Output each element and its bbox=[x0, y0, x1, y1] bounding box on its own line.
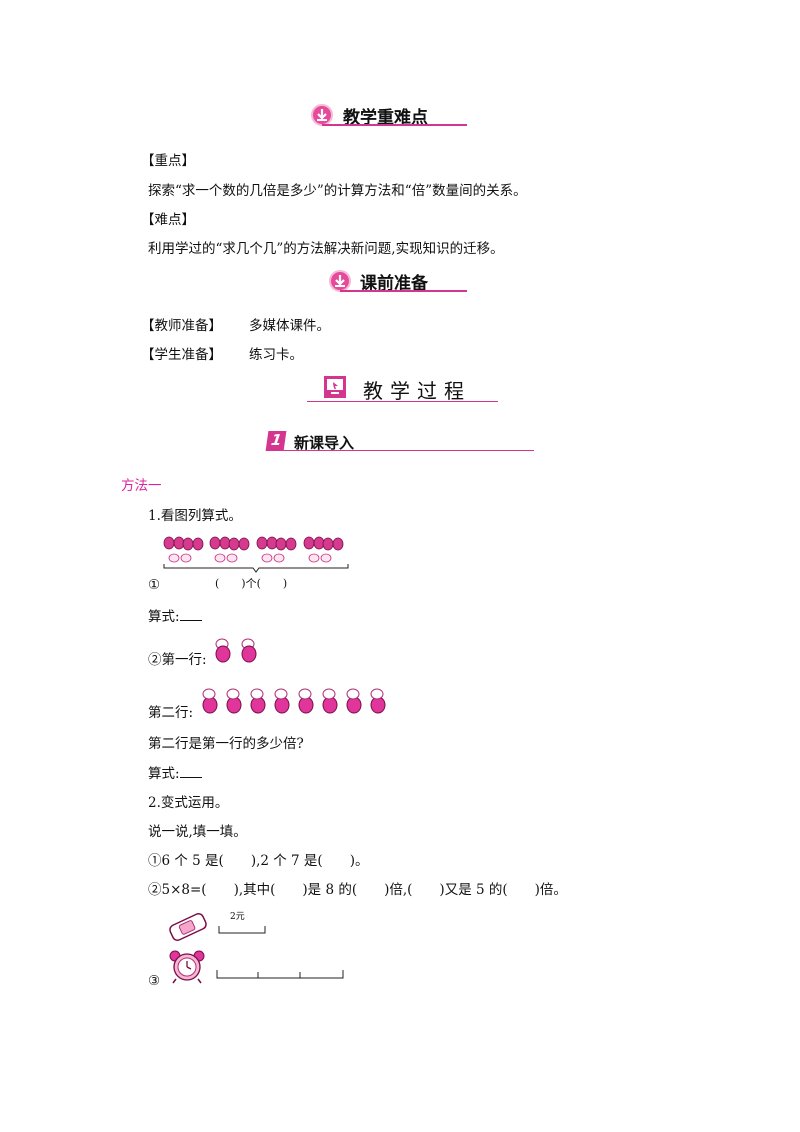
download-arrow-icon bbox=[311, 104, 333, 126]
method-label: 方法一 bbox=[121, 478, 162, 494]
butterflies-illustration bbox=[160, 534, 352, 574]
formula-row-2: 算式: bbox=[148, 763, 202, 784]
monitor-icon bbox=[323, 375, 347, 399]
exercise2-line2: ②5×8=( ),其中( )是 8 的( )倍,( )又是 5 的( )倍。 bbox=[148, 882, 567, 898]
key-text: 探索“求一个数的几倍是多少”的计算方法和“倍”数量间的关系。 bbox=[148, 183, 527, 199]
price-segment bbox=[218, 920, 266, 934]
section-underline bbox=[340, 290, 467, 292]
subsection-title: 新课导入 bbox=[294, 434, 355, 452]
row1-label: ②第一行: bbox=[148, 652, 207, 668]
clock-segment bbox=[216, 965, 344, 979]
student-prep-label: 【学生准备】 bbox=[141, 347, 222, 363]
key-label: 【重点】 bbox=[141, 153, 195, 169]
subsection-number-badge: 1 bbox=[265, 431, 287, 451]
eraser-illustration bbox=[166, 910, 210, 944]
download-arrow-icon bbox=[329, 270, 351, 292]
exercise1-heading: 1.看图列算式。 bbox=[148, 508, 242, 524]
teacher-prep-label: 【教师准备】 bbox=[141, 318, 222, 334]
section-title-prep: 课前准备 bbox=[360, 274, 428, 294]
bees-row1 bbox=[212, 638, 264, 666]
item1-caption: ( )个( ) bbox=[215, 577, 288, 590]
subsection-number: 1 bbox=[269, 431, 283, 449]
item1-marker: ① bbox=[148, 577, 161, 593]
row2-label: 第二行: bbox=[148, 705, 194, 721]
hard-text: 利用学过的“求几个几”的方法解决新问题,实现知识的迁移。 bbox=[148, 241, 504, 257]
formula-label: 算式: bbox=[148, 609, 180, 625]
alarm-clock-illustration bbox=[166, 948, 208, 984]
exercise2-instruction: 说一说,填一填。 bbox=[148, 824, 247, 840]
exercise2-heading: 2.变式运用。 bbox=[148, 795, 229, 811]
item3-marker: ③ bbox=[148, 973, 161, 989]
section-title-process: 教学过程 bbox=[363, 379, 471, 403]
answer-blank[interactable] bbox=[179, 606, 202, 621]
answer-blank[interactable] bbox=[179, 763, 202, 778]
section-underline bbox=[322, 124, 467, 126]
hard-label: 【难点】 bbox=[141, 212, 195, 228]
bees-row2 bbox=[198, 688, 394, 718]
formula-row-1: 算式: bbox=[148, 606, 202, 627]
section-underline bbox=[307, 401, 498, 402]
exercise2-line1: ①6 个 5 是( ),2 个 7 是( )。 bbox=[148, 853, 369, 869]
price-label: 2元 bbox=[230, 912, 245, 922]
section-title-difficulty: 教学重难点 bbox=[343, 108, 428, 128]
formula-label: 算式: bbox=[148, 766, 180, 782]
question-text: 第二行是第一行的多少倍? bbox=[148, 736, 304, 752]
teacher-prep-text: 多媒体课件。 bbox=[249, 318, 330, 334]
subsection-underline bbox=[267, 450, 534, 451]
student-prep-text: 练习卡。 bbox=[249, 347, 303, 363]
